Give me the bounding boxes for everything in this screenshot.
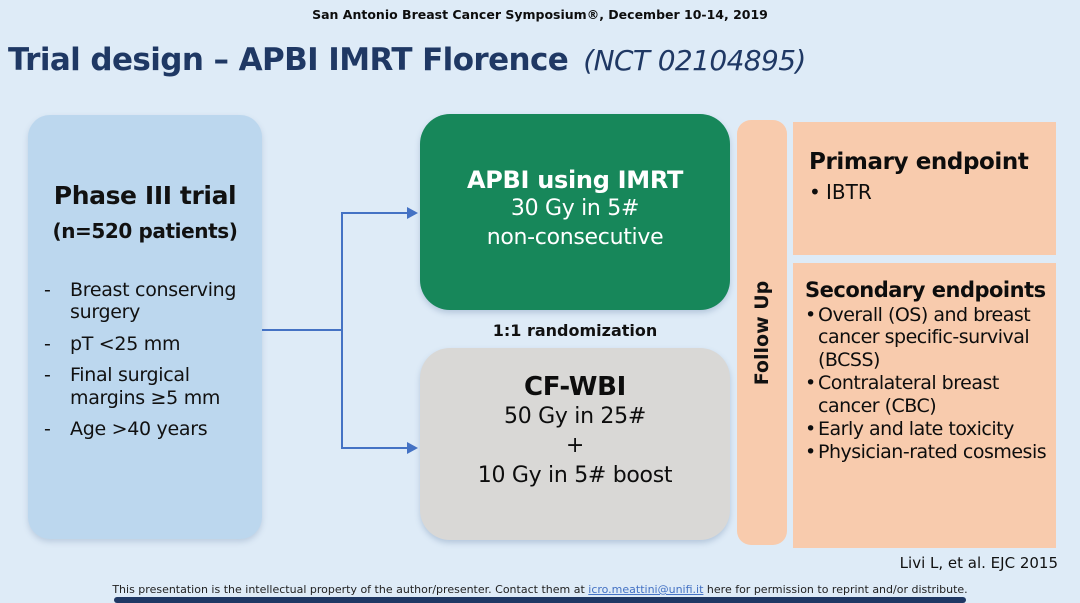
- list-item-text: Final surgical margins ≥5 mm: [70, 364, 221, 409]
- page-title: Trial design – APBI IMRT Florence (NCT 0…: [8, 42, 806, 78]
- arrowhead-icon: [407, 442, 418, 454]
- footer-text-pre: This presentation is the intellectual pr…: [112, 583, 589, 596]
- connector-arm-top: [341, 212, 408, 214]
- list-item-text: Early and late toxicity: [818, 418, 1014, 441]
- citation: Livi L, et al. EJC 2015: [899, 554, 1058, 572]
- connector-line-horizontal: [262, 329, 342, 331]
- list-item: • Early and late toxicity: [805, 418, 1050, 440]
- phase-trial-subtitle: (n=520 patients): [52, 219, 238, 243]
- phase-trial-box: Phase III trial (n=520 patients) - Breas…: [28, 115, 262, 539]
- apbi-arm-content: APBI using IMRT 30 Gy in 5# non-consecut…: [420, 114, 730, 252]
- list-item-text: Age >40 years: [70, 418, 208, 441]
- cfwbi-arm-boost: 10 Gy in 5# boost: [477, 462, 673, 488]
- cfwbi-arm-content: CF-WBI 50 Gy in 25# + 10 Gy in 5# boost: [420, 348, 730, 490]
- list-item-text: IBTR: [826, 180, 872, 204]
- dash-bullet: -: [44, 418, 51, 441]
- list-item-text: pT <25 mm: [70, 332, 181, 355]
- primary-endpoint-title: Primary endpoint: [809, 149, 1029, 175]
- list-item: - Final surgical margins ≥5 mm: [44, 364, 256, 409]
- page-title-main: Trial design – APBI IMRT Florence: [8, 42, 569, 78]
- cfwbi-arm-box: CF-WBI 50 Gy in 25# + 10 Gy in 5# boost: [420, 348, 730, 540]
- list-item: - Breast conserving surgery: [44, 279, 256, 324]
- connector-arm-bottom: [341, 447, 408, 449]
- list-item: • Contralateral breast cancer (CBC): [805, 372, 1050, 417]
- phase-trial-title: Phase III trial: [53, 181, 237, 210]
- contact-email-link[interactable]: icro.meattini@unifi.it: [588, 583, 704, 596]
- cfwbi-arm-title: CF-WBI: [523, 372, 627, 402]
- list-item: - pT <25 mm: [44, 333, 256, 355]
- footer-disclaimer: This presentation is the intellectual pr…: [0, 583, 1080, 596]
- list-item-text: Breast conserving surgery: [70, 279, 237, 324]
- dash-bullet: -: [44, 332, 51, 355]
- dash-bullet: -: [44, 364, 51, 387]
- list-item-text: Contralateral breast cancer (CBC): [818, 372, 999, 417]
- apbi-arm-schedule: non-consecutive: [486, 225, 664, 251]
- footer-text-post: here for permission to reprint and/or di…: [703, 583, 968, 596]
- arrowhead-icon: [407, 207, 418, 219]
- cfwbi-arm-plus: +: [565, 433, 585, 459]
- primary-endpoint-box: Primary endpoint • IBTR: [793, 122, 1056, 255]
- dot-bullet: •: [805, 441, 816, 464]
- follow-up-label: Follow Up: [751, 280, 773, 385]
- dot-bullet: •: [805, 304, 816, 326]
- follow-up-bar: Follow Up: [737, 120, 787, 545]
- dot-bullet: •: [805, 418, 816, 441]
- dot-bullet: •: [809, 180, 821, 204]
- dash-bullet: -: [44, 279, 51, 301]
- list-item: • IBTR: [809, 180, 1046, 204]
- list-item: - Age >40 years: [44, 418, 256, 440]
- randomization-label: 1:1 randomization: [492, 321, 658, 340]
- phase-trial-heading: Phase III trial (n=520 patients): [28, 181, 262, 243]
- secondary-endpoints-box: Secondary endpoints • Overall (OS) and b…: [793, 263, 1056, 548]
- bottom-accent-bar: [114, 597, 966, 603]
- apbi-arm-dose: 30 Gy in 5#: [510, 196, 640, 221]
- list-item: • Physician-rated cosmesis: [805, 441, 1050, 463]
- apbi-arm-title: APBI using IMRT: [466, 166, 684, 194]
- eligibility-list: - Breast conserving surgery - pT <25 mm …: [28, 279, 262, 440]
- dot-bullet: •: [805, 372, 816, 395]
- list-item: • Overall (OS) and breast cancer specifi…: [805, 304, 1050, 371]
- symposium-header: San Antonio Breast Cancer Symposium®, De…: [312, 7, 768, 22]
- apbi-arm-box: APBI using IMRT 30 Gy in 5# non-consecut…: [420, 114, 730, 310]
- cfwbi-arm-dose: 50 Gy in 25#: [504, 404, 646, 429]
- list-item-text: Physician-rated cosmesis: [818, 441, 1047, 464]
- secondary-endpoints-title: Secondary endpoints: [805, 278, 1046, 302]
- list-item-text: Overall (OS) and breast cancer specific-…: [818, 304, 1031, 371]
- connector-line-vertical: [341, 212, 343, 449]
- page-title-nct: (NCT 02104895): [583, 44, 806, 77]
